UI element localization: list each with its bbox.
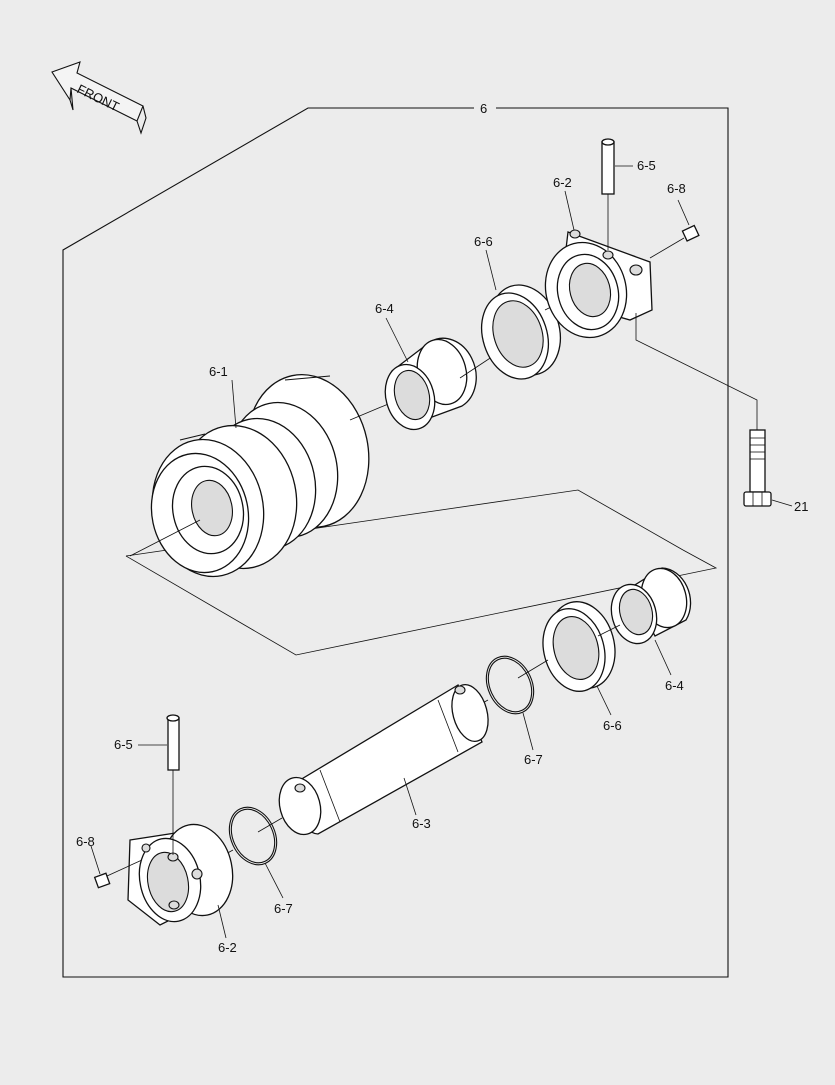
oring-right <box>485 655 535 715</box>
callout-6-1: 6-1 <box>209 364 228 379</box>
oring-bottom <box>228 806 278 866</box>
callout-6-7-bottom: 6-7 <box>274 901 293 916</box>
callout-6-4-right: 6-4 <box>665 678 684 693</box>
roller-body <box>150 374 370 578</box>
callout-6-7-right: 6-7 <box>524 752 543 767</box>
callout-6: 6 <box>480 101 487 116</box>
pin-top <box>601 138 615 250</box>
callout-21: 21 <box>794 499 808 514</box>
callout-6-5-bottom: 6-5 <box>114 737 133 752</box>
plug-top <box>649 224 700 259</box>
seal-top <box>481 284 561 380</box>
bushing-top <box>384 337 477 431</box>
leader-lines <box>90 165 793 939</box>
front-arrow: FRONT <box>51 61 147 135</box>
collar-top <box>544 229 653 339</box>
callout-6-2-bottom: 6-2 <box>218 940 237 955</box>
bushing-right <box>610 567 692 645</box>
callout-6-2-top: 6-2 <box>553 175 572 190</box>
callout-6-3: 6-3 <box>412 816 431 831</box>
shaft <box>278 683 489 836</box>
pin-bottom <box>166 714 180 855</box>
callout-6-8-top: 6-8 <box>667 181 686 196</box>
callout-6-5-top: 6-5 <box>637 158 656 173</box>
callout-6-6-top: 6-6 <box>474 234 493 249</box>
callout-6-4-top: 6-4 <box>375 301 394 316</box>
assembly-frame <box>62 107 729 978</box>
callout-6-8-bottom: 6-8 <box>76 834 95 849</box>
plug-bottom <box>93 859 143 889</box>
callout-6-6-right: 6-6 <box>603 718 622 733</box>
collar-bottom <box>127 823 234 926</box>
seal-right <box>542 601 616 692</box>
upper-group-outline <box>125 549 718 656</box>
bolt <box>743 429 772 507</box>
